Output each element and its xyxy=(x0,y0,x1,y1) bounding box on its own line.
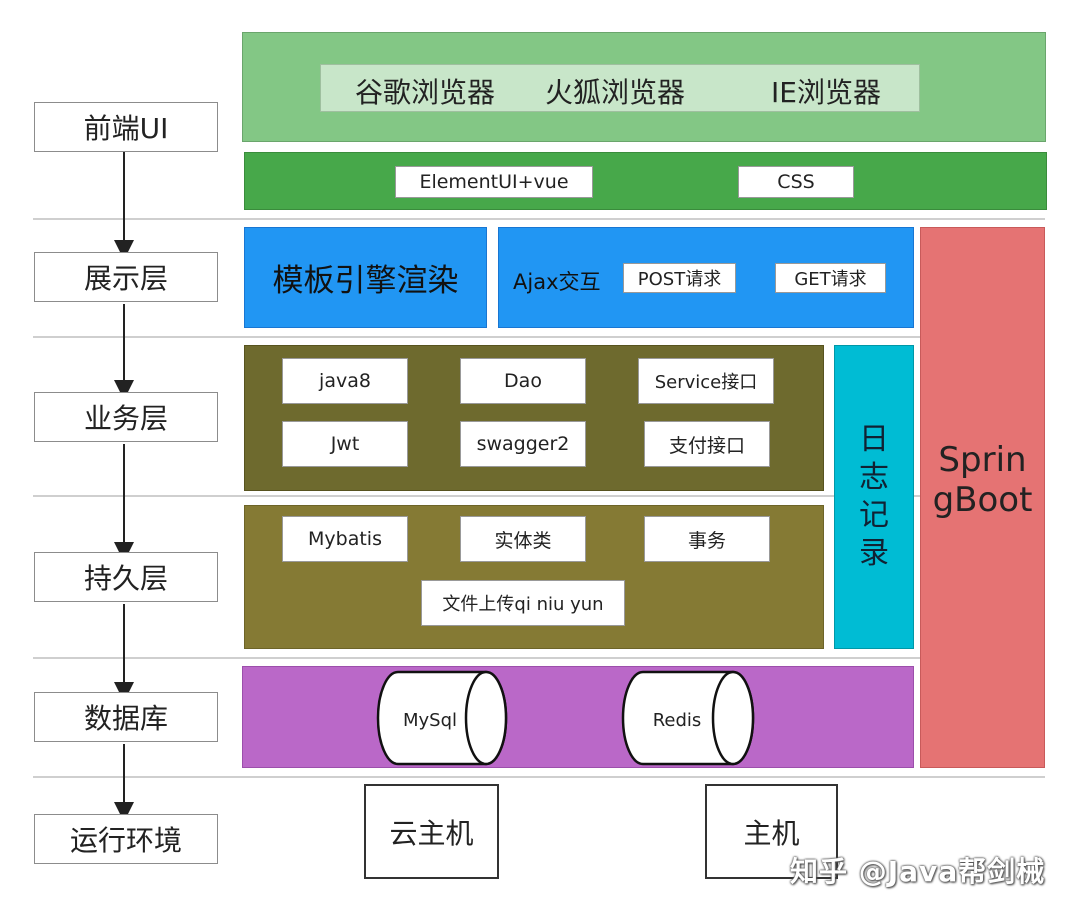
browser-firefox-label: 火狐浏览器 xyxy=(545,76,686,109)
persistence-item-label: 事务 xyxy=(687,529,726,552)
lib-label: ElementUI+vue xyxy=(419,171,569,193)
layer-label-persistence: 持久层 xyxy=(34,552,218,602)
persistence-item-label: Mybatis xyxy=(308,528,382,550)
separator-line xyxy=(33,495,1045,497)
logging-char: 志 xyxy=(859,460,889,495)
business-item-label: 支付接口 xyxy=(668,434,745,457)
layer-label-text: 展示层 xyxy=(83,262,168,295)
lib-label: CSS xyxy=(777,171,815,193)
redis-cylinder: Redis xyxy=(621,670,755,766)
mysql-label: MySql xyxy=(403,710,457,731)
springboot-box: Sprin gBoot xyxy=(920,227,1045,768)
persistence-item-entity: 实体类 xyxy=(460,516,586,562)
browser-list-box: 谷歌浏览器 火狐浏览器 IE浏览器 xyxy=(320,64,920,112)
persistence-item-label: 文件上传qi niu yun xyxy=(442,594,604,615)
cylinder-end xyxy=(464,670,508,766)
frontend-lib-panel xyxy=(244,152,1047,210)
ajax-label: Ajax交互 xyxy=(513,270,601,294)
persistence-item-file-upload: 文件上传qi niu yun xyxy=(421,580,625,626)
logging-char: 记 xyxy=(859,498,889,533)
get-request-box: GET请求 xyxy=(775,263,886,293)
cloud-host-box: 云主机 xyxy=(364,784,499,879)
layer-label-business: 业务层 xyxy=(34,392,218,442)
business-item-label: java8 xyxy=(319,370,371,392)
separator-line xyxy=(33,336,1045,338)
layer-label-frontend: 前端UI xyxy=(34,102,218,152)
watermark-text: 知乎 @Java帮剑械 xyxy=(790,855,1046,888)
separator-line xyxy=(33,657,1045,659)
layer-label-text: 运行环境 xyxy=(69,824,182,857)
layer-label-presentation: 展示层 xyxy=(34,252,218,302)
browser-chrome-label: 谷歌浏览器 xyxy=(355,76,496,109)
business-item-payment: 支付接口 xyxy=(644,421,770,467)
browser-ie-label: IE浏览器 xyxy=(771,76,881,109)
business-item-label: Jwt xyxy=(330,433,360,455)
lib-css: CSS xyxy=(738,166,854,198)
business-item-service: Service接口 xyxy=(638,358,774,404)
layer-label-text: 前端UI xyxy=(83,112,169,145)
persistence-item-mybatis: Mybatis xyxy=(282,516,408,562)
layer-label-text: 持久层 xyxy=(83,562,168,595)
separator-line xyxy=(33,218,1045,220)
layer-label-text: 业务层 xyxy=(83,402,168,435)
post-request-box: POST请求 xyxy=(623,263,736,293)
cylinder-end xyxy=(711,670,755,766)
business-item-label: Dao xyxy=(504,370,542,392)
logging-char: 录 xyxy=(859,536,889,571)
business-item-java8: java8 xyxy=(282,358,408,404)
business-item-jwt: Jwt xyxy=(282,421,408,467)
persistence-item-label: 实体类 xyxy=(494,529,552,552)
separator-line xyxy=(33,776,1045,778)
layer-label-runtime: 运行环境 xyxy=(34,814,218,864)
layer-label-database: 数据库 xyxy=(34,692,218,742)
runtime-label: 主机 xyxy=(743,816,800,850)
springboot-label-line: Sprin xyxy=(938,440,1027,480)
post-request-label: POST请求 xyxy=(637,269,722,290)
springboot-label: Sprin gBoot xyxy=(921,440,1044,520)
logging-char: 日 xyxy=(859,422,889,457)
persistence-item-transaction: 事务 xyxy=(644,516,770,562)
layer-flow-arrows xyxy=(114,152,134,820)
logging-box: 日 志 记 录 xyxy=(834,345,914,649)
layer-label-text: 数据库 xyxy=(83,702,168,735)
business-item-swagger2: swagger2 xyxy=(460,421,586,467)
lib-elementui-vue: ElementUI+vue xyxy=(395,166,593,198)
runtime-label: 云主机 xyxy=(389,816,474,850)
business-item-dao: Dao xyxy=(460,358,586,404)
redis-label: Redis xyxy=(653,710,702,731)
template-engine-label: 模板引擎渲染 xyxy=(272,263,459,299)
mysql-cylinder: MySql xyxy=(376,670,508,766)
business-item-label: swagger2 xyxy=(476,433,570,455)
business-item-label: Service接口 xyxy=(654,372,758,393)
get-request-label: GET请求 xyxy=(794,269,867,290)
host-box: 主机 xyxy=(705,784,838,879)
database-panel xyxy=(242,666,914,768)
template-engine-box: 模板引擎渲染 xyxy=(244,227,487,328)
springboot-label-line: gBoot xyxy=(932,480,1033,520)
